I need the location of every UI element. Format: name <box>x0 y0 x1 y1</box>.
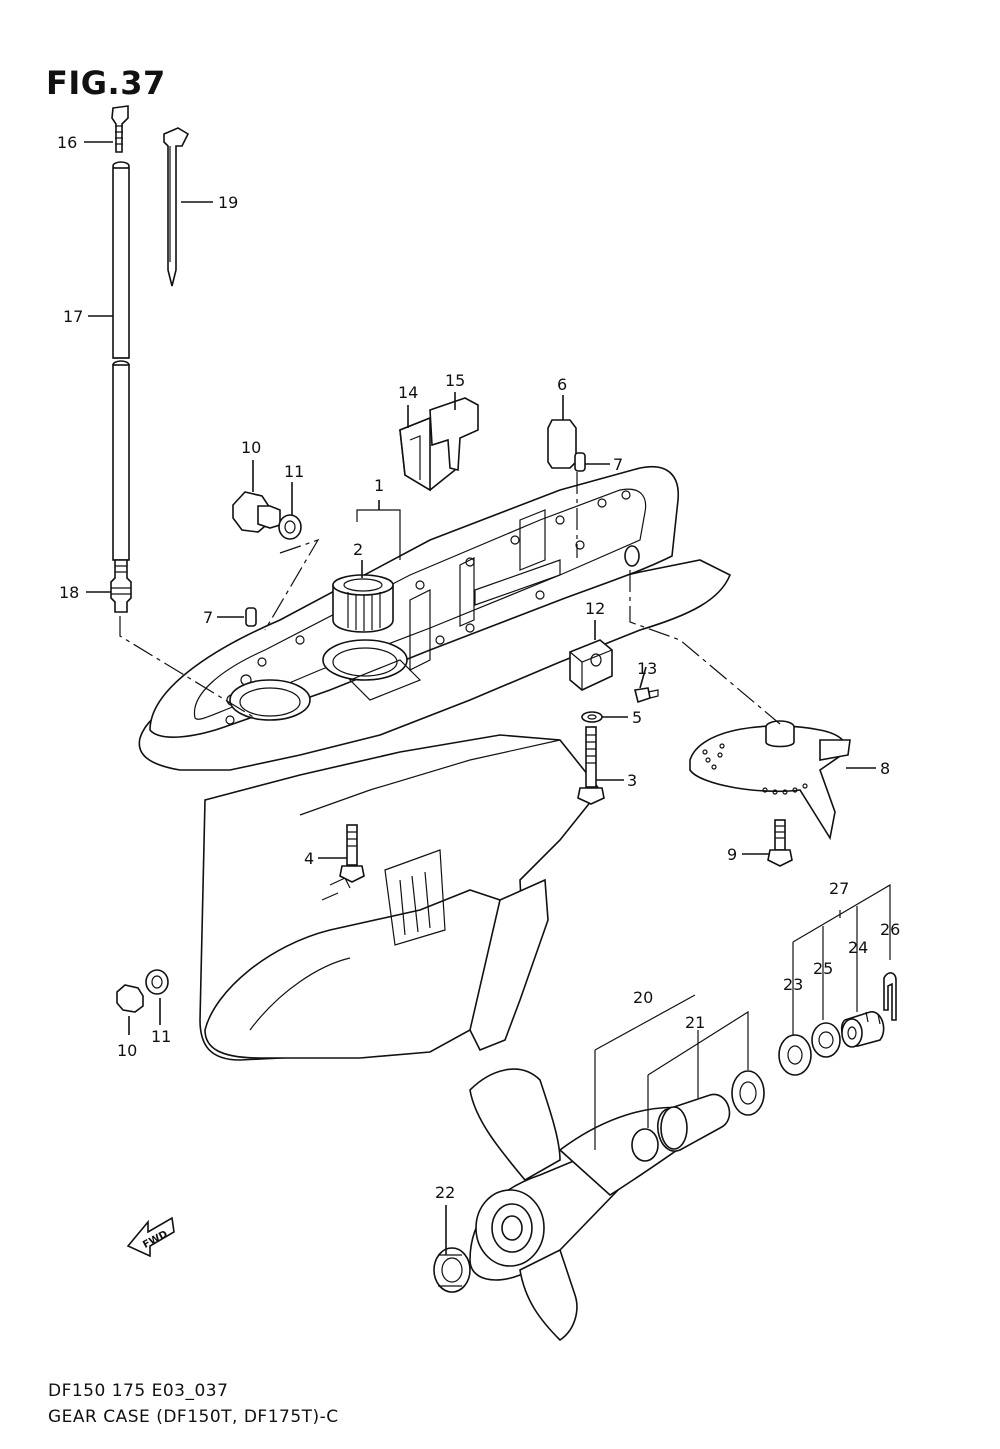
callout-14: 14 <box>398 383 418 402</box>
callout-6: 6 <box>557 375 567 394</box>
figure-caption: GEAR CASE (DF150T, DF175T)-C <box>48 1407 339 1427</box>
callout-7-lower: 7 <box>203 608 213 627</box>
callout-12: 12 <box>585 599 605 618</box>
callout-11-upper: 11 <box>284 462 304 481</box>
callout-20: 20 <box>633 988 653 1007</box>
callout-11-lower: 11 <box>151 1027 171 1046</box>
cable-tie <box>163 127 190 287</box>
callout-26: 26 <box>880 920 900 939</box>
callout-4: 4 <box>304 849 314 868</box>
cap-and-pin <box>245 419 586 627</box>
callout-24: 24 <box>848 938 868 957</box>
callout-2: 2 <box>353 540 363 559</box>
drive-shaft-assembly <box>110 105 132 613</box>
callout-1: 1 <box>374 476 384 495</box>
screen-parts <box>399 397 479 492</box>
drain-plug-and-washer <box>116 491 302 1013</box>
callout-21: 21 <box>685 1013 705 1032</box>
callout-5: 5 <box>632 708 642 727</box>
trim-tab <box>689 720 851 841</box>
callout-22: 22 <box>435 1183 455 1202</box>
callout-18: 18 <box>59 583 79 602</box>
callout-13: 13 <box>637 659 657 678</box>
callout-10-upper: 10 <box>241 438 261 457</box>
gear-case-housing <box>138 465 732 1061</box>
callout-9: 9 <box>727 845 737 864</box>
leader-lines <box>84 141 891 1255</box>
callout-27: 27 <box>829 879 849 898</box>
callout-10-lower: 10 <box>117 1041 137 1060</box>
callout-23: 23 <box>783 975 803 994</box>
forward-direction-arrow: FWD <box>126 1216 175 1258</box>
nut-and-washers <box>778 972 897 1076</box>
callout-17: 17 <box>63 307 83 326</box>
callout-19: 19 <box>218 193 238 212</box>
callout-25: 25 <box>813 959 833 978</box>
callout-16: 16 <box>57 133 77 152</box>
anode-and-screw <box>569 639 659 704</box>
callout-8: 8 <box>880 759 890 778</box>
callout-15: 15 <box>445 371 465 390</box>
callout-7-upper: 7 <box>613 455 623 474</box>
figure-code: DF150 175 E03_037 <box>48 1381 229 1401</box>
callout-3: 3 <box>627 771 637 790</box>
figure-title: FIG.37 <box>46 64 166 102</box>
thrust-hub <box>631 1070 765 1162</box>
callout-labels: 16 19 17 18 15 14 6 7 10 11 1 2 7 12 13 … <box>57 133 900 1202</box>
